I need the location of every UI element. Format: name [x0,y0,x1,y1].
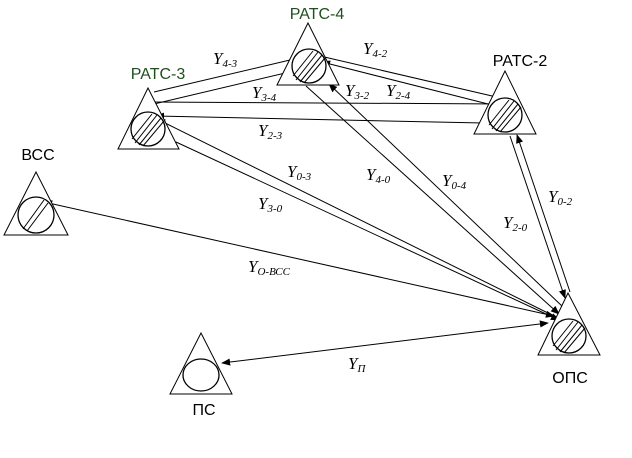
link-y03 [156,118,559,319]
flow-label-yp: YП [348,354,366,375]
flow-label-y20: Y2-0 [503,213,528,234]
hatch-line [22,199,45,230]
flow-label-y02: Y0-2 [548,187,573,208]
hatch-line [299,54,323,83]
node-rats3: РАТС-3 [117,66,186,150]
hatch-line [131,113,153,140]
flow-label-y24: Y2-4 [386,81,411,102]
link-y42 [319,55,506,101]
flow-label-y0vss: YO-ВСС [248,257,291,278]
link-y0vss [43,200,555,318]
flow-label-y42: Y4-2 [363,39,388,60]
node-label-ps: ПС [192,402,215,419]
flow-label-y43: Y4-3 [213,49,238,70]
hatch-line [26,202,49,232]
flow-label-y40: Y4-0 [366,165,391,186]
node-ops: ОПС [537,291,601,387]
hatch-line [142,120,165,147]
node-label-rats4: РАТС-4 [290,6,345,23]
link-y43 [153,59,291,93]
link-y32 [149,100,504,108]
flow-label-y23: Y2-3 [258,121,283,142]
hatch-line [292,50,314,77]
flow-label-y30: Y3-0 [258,194,283,215]
links [43,55,571,366]
hatch-line [491,100,515,130]
link-y20 [509,135,566,299]
hatch-line [559,324,583,353]
flow-label-y03: Y0-3 [287,162,312,183]
hatch-line [138,117,162,146]
link-y02 [516,134,571,293]
hatch-line [555,321,579,351]
hatch-line [295,51,319,81]
node-rats4: РАТС-4 [276,6,345,86]
link-y23 [155,112,484,124]
hatch-line [495,103,519,132]
link-y34 [153,69,299,105]
flow-label-y04: Y0-4 [442,171,467,192]
node-label-ops: ОПС [552,370,588,387]
hatch-line [552,320,574,347]
flow-label-y32: Y3-2 [345,81,370,102]
flow-labels: Y4-3 Y3-4 Y4-2 Y3-2 Y2-4 Y2-3 Y0-3 Y3-0 … [213,39,573,375]
flow-label-y34: Y3-4 [252,83,277,104]
circle-shape [182,358,220,392]
node-ps: ПС [169,331,233,419]
hatch-line [499,106,522,133]
node-label-rats3: РАТС-3 [131,66,186,83]
node-vss: ВСС [3,147,69,236]
link-y24 [321,60,489,105]
node-label-rats2: РАТС-2 [493,53,548,70]
link-yp [221,320,549,366]
hatch-line [303,57,326,84]
node-label-vss: ВСС [21,147,54,164]
hatch-line [488,99,510,126]
hatch-line [134,114,158,144]
node-rats2: РАТС-2 [473,53,548,135]
hatch-line [563,327,586,354]
